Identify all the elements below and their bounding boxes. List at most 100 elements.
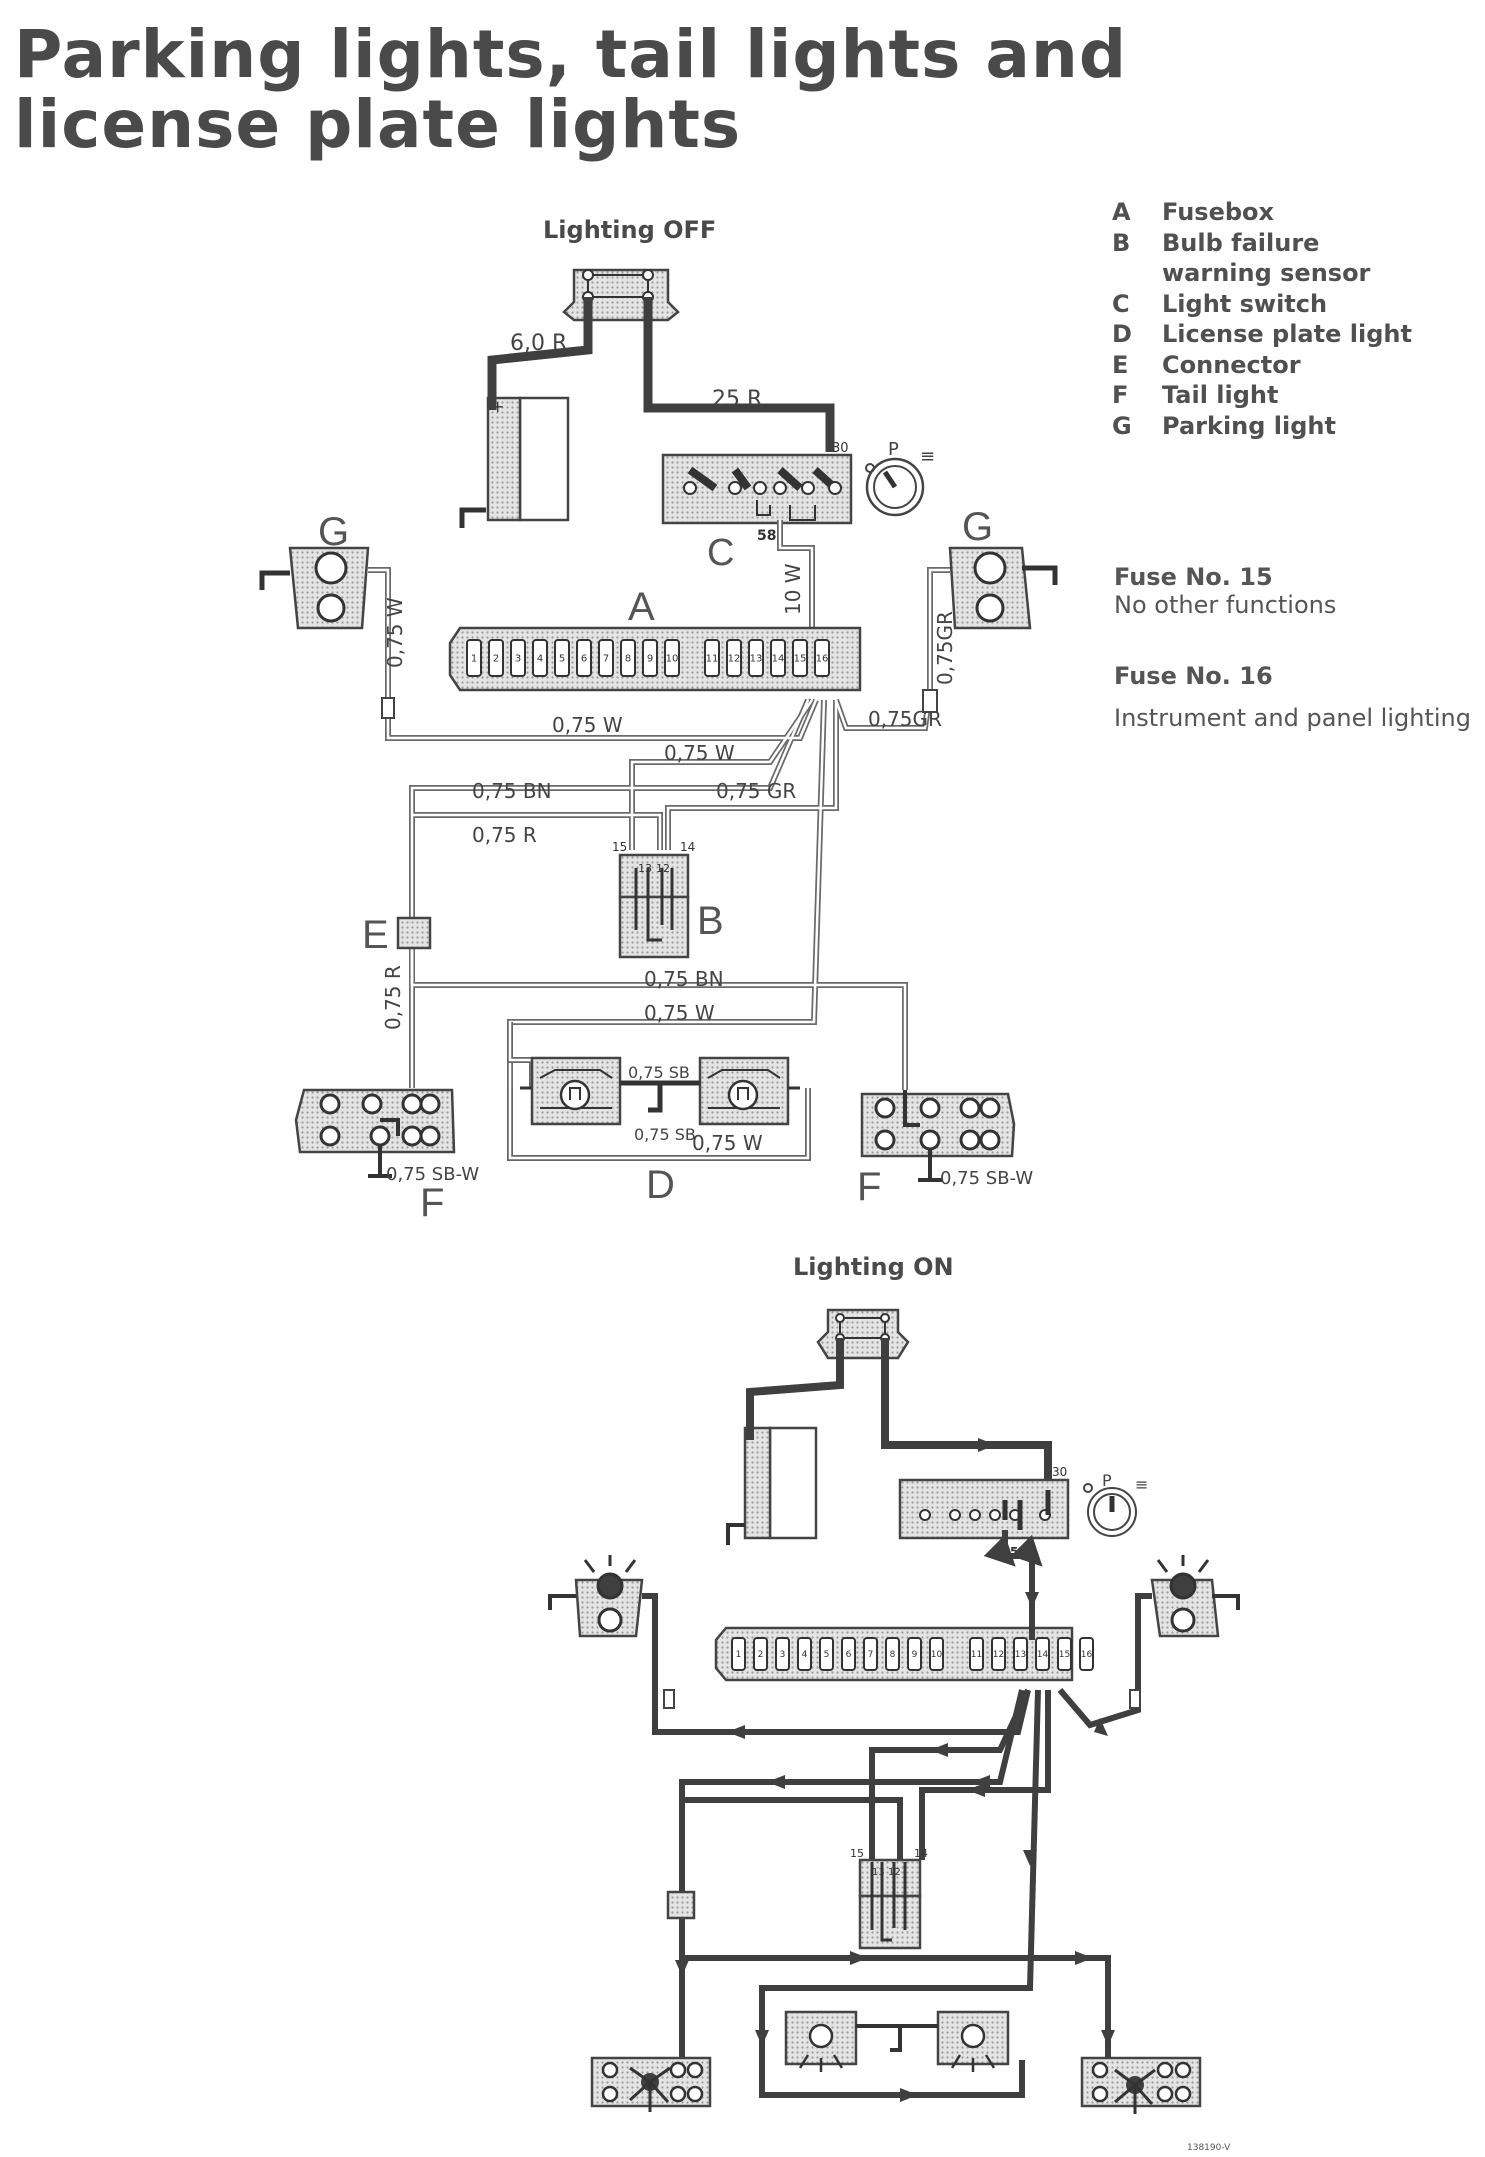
fuse-off-slot-12: [726, 639, 742, 677]
fuse-on-slot-14: [1035, 1637, 1050, 1671]
fuse-on-number: 2: [758, 1650, 764, 1660]
label-075sb: 0,75 SB: [628, 1063, 690, 1082]
label-075bn2: 0,75 BN: [644, 967, 724, 991]
fuse-15-info: Fuse No. 15 No other functions: [1114, 563, 1336, 619]
legend-label: Fusebox: [1162, 198, 1274, 226]
fuse-on-number: 8: [890, 1650, 896, 1660]
pin-12-off: 12: [656, 862, 670, 875]
legend-label: Tail light: [1162, 381, 1279, 409]
legend-label: License plate light: [1162, 320, 1412, 348]
fuse-off-slot-8: [620, 639, 636, 677]
caption-lighting-off: Lighting OFF: [543, 216, 717, 244]
legend-label: Parking light: [1162, 411, 1336, 440]
fuse-16-name: Fuse No. 16: [1114, 662, 1273, 690]
legend-key: A: [1112, 198, 1131, 226]
fuse-off-number: 13: [750, 653, 763, 664]
fuse-off-number: 3: [515, 653, 521, 664]
fuse-on-slot-8: [885, 1637, 900, 1671]
fuse-16-info: Fuse No. 16 Instrument and panel lightin…: [1114, 655, 1471, 739]
fuse-on-slot-12: [991, 1637, 1006, 1671]
pin-13-on: 13: [872, 1867, 885, 1878]
label-e: E: [362, 913, 389, 957]
fuse-off-number: 16: [816, 653, 829, 664]
fuse-on-number: 9: [912, 1650, 918, 1660]
fuse-off-number: 2: [493, 653, 499, 664]
legend-item-c: C Light switch: [1112, 289, 1442, 320]
parking-light-on-left: [548, 1555, 644, 1638]
fuse-on-number: 12: [993, 1650, 1004, 1660]
bulb-failure-sensor-on: 15 14 13 12: [850, 1847, 928, 1950]
parking-light-g-right: [948, 546, 1058, 630]
svg-text:P: P: [1102, 1471, 1112, 1490]
fuse-on-number: 11: [971, 1650, 982, 1660]
legend-item-f: F Tail light: [1112, 380, 1442, 411]
legend-label: Bulb failure warning sensor: [1162, 228, 1371, 288]
fuse-on-slot-3: [775, 1637, 790, 1671]
fuse-on-number: 15: [1059, 1650, 1070, 1660]
page-title: Parking lights, tail lights and license …: [14, 20, 1127, 160]
tail-light-f-left: [294, 1088, 456, 1178]
fuse-off-slot-14: [770, 639, 786, 677]
fuse-on-number: 4: [802, 1650, 808, 1660]
fuse-off-slot-16: [814, 639, 830, 677]
fuse-off-number: 8: [625, 653, 631, 664]
fuse-off-slot-7: [598, 639, 614, 677]
legend-key: C: [1112, 289, 1130, 318]
fuse-on-slot-16: [1079, 1637, 1094, 1671]
bulb-failure-sensor-b: 15 14 13 12: [612, 840, 695, 959]
fuse-off-number: 14: [772, 653, 785, 664]
legend-key: F: [1112, 381, 1129, 409]
figure-ref: 138190-V: [1187, 2143, 1231, 2153]
tail-light-f-right: [860, 1090, 1016, 1182]
parking-light-on-right: [1150, 1555, 1240, 1638]
label-075w-h2: 0,75 W: [664, 741, 735, 765]
label-60r: 6,0 R: [510, 331, 567, 356]
pin-12-on: 12: [888, 1867, 901, 1878]
title-line-2: license plate lights: [14, 86, 742, 163]
fuse-off-number: 10: [666, 653, 679, 664]
label-10w: 10 W: [781, 563, 805, 615]
label-075gr2: 0,75 GR: [716, 779, 796, 803]
battery-on: [726, 1426, 818, 1545]
label-g-left: G: [318, 510, 349, 554]
wire-60r: [487, 297, 593, 410]
label-075sbw-left: 0,75 SB-W: [386, 1164, 479, 1185]
fuse-off-slot-2: [488, 639, 504, 677]
fuse-off-slot-11: [704, 639, 720, 677]
legend-key: E: [1112, 350, 1129, 379]
pin-14-off: 14: [680, 840, 695, 854]
label-075r-v: 0,75 R: [381, 965, 405, 1030]
fuse-on-slot-13: [1013, 1637, 1028, 1671]
fuse-on-slot-4: [797, 1637, 812, 1671]
diagram-lighting-off: + 6,0 R 25 R 30 58 P ≡ C: [259, 268, 1058, 1225]
legend-label: Light switch: [1162, 289, 1328, 318]
fuse-off-slot-9: [642, 639, 658, 677]
label-a: A: [628, 585, 655, 629]
pin-15-on: 15: [850, 1847, 864, 1860]
fuse-off-number: 11: [706, 653, 719, 664]
pin-13-off: 13: [638, 862, 652, 875]
fuse-on-slot-7: [863, 1637, 878, 1671]
ignition-switch-off: [562, 268, 680, 322]
fuse-off-slot-10: [664, 639, 680, 677]
label-075gr-right: 0,75GR: [933, 611, 957, 685]
legend-label: Connector: [1162, 350, 1301, 379]
svg-text:≡: ≡: [1135, 1475, 1148, 1494]
fuse-on-slot-10: [929, 1637, 944, 1671]
license-plate-light-on: [784, 2010, 1010, 2072]
tail-light-on-left: [590, 2056, 712, 2112]
svg-text:P: P: [888, 439, 899, 460]
fuse-on-number: 3: [780, 1650, 786, 1660]
label-075sb2: 0,75 SB: [634, 1125, 696, 1144]
fuse-on-slot-15: [1057, 1637, 1072, 1671]
fuse-off-number: 1: [471, 653, 477, 664]
fuse-off-number: 5: [559, 653, 565, 664]
label-d: D: [646, 1163, 675, 1207]
